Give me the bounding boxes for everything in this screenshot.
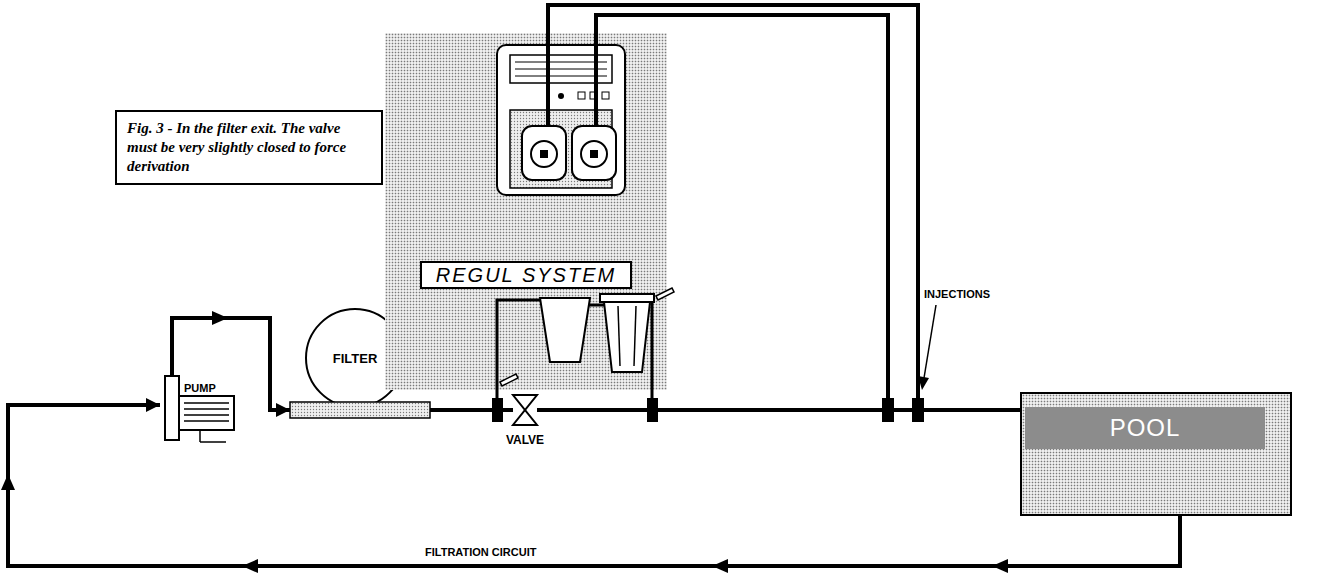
regul-device (531, 141, 557, 167)
regul-device (497, 45, 625, 195)
figure-caption: Fig. 3 - In the filter exit. The valve m… (127, 119, 371, 176)
bypass-fitting (647, 398, 658, 422)
injection-fitting (912, 398, 924, 422)
injection-line (596, 15, 888, 400)
node-label: PUMP (184, 382, 216, 394)
bypass-line (650, 300, 652, 400)
regul-device (602, 92, 609, 99)
bypass-line (497, 300, 540, 400)
leader-arrow (918, 305, 936, 390)
regul-device (515, 76, 607, 77)
regul-device (522, 126, 566, 180)
pump-symbol (199, 430, 201, 442)
valve-symbol (500, 390, 550, 430)
pump-symbol (184, 408, 229, 410)
regul-panel: REGUL SYSTEM (385, 33, 667, 390)
pump-symbol (179, 396, 234, 430)
bypass-line (497, 300, 652, 400)
filter-tube (290, 402, 430, 418)
callout-label: INJECTIONS (924, 288, 990, 300)
filter-tube (290, 402, 430, 418)
probe-holder (600, 294, 654, 302)
injection-line (548, 5, 918, 400)
regul-device (497, 45, 625, 195)
valve-symbol (513, 395, 537, 425)
bypass-fitting (492, 398, 658, 422)
leader-arrow (918, 376, 929, 390)
regul-device (515, 62, 607, 63)
flow-arrow (712, 559, 728, 573)
pipe-connector (172, 318, 290, 410)
regul-device (572, 126, 616, 180)
bypass-tap (500, 374, 518, 386)
injection-fitting (882, 398, 924, 422)
pool-tank: POOL (1020, 392, 1292, 516)
regul-device (590, 150, 598, 158)
pipe-connector (430, 408, 513, 412)
bypass-fitting (492, 398, 503, 422)
regul-device (578, 92, 585, 99)
pump-symbol (200, 441, 226, 443)
regul-device (558, 93, 564, 99)
valve-node: VALVE (500, 390, 550, 450)
flow-arrow (1, 311, 1008, 573)
leader-arrow (924, 305, 936, 378)
bypass-line (588, 304, 604, 307)
node-label: VALVE (506, 433, 544, 447)
pipe-connector (8, 405, 1180, 566)
pump-node: PUMP (160, 376, 238, 442)
flow-arrow (212, 311, 228, 325)
bypass-tap (656, 288, 674, 300)
probe-holder (604, 302, 650, 372)
pump-symbol (184, 402, 229, 404)
regul-device (510, 55, 612, 83)
injection-fitting (882, 398, 894, 422)
probe-holder (634, 306, 636, 366)
regul-device (515, 69, 607, 70)
bypass-tap (500, 288, 674, 386)
probe-holder (540, 298, 590, 362)
node-label: FILTER (333, 351, 378, 366)
node-label: REGUL SYSTEM (420, 261, 632, 289)
pump-symbol (165, 376, 234, 442)
pump-symbol (184, 414, 229, 416)
pump-symbol (184, 420, 229, 422)
probe-holder (618, 306, 620, 366)
circuit-label: FILTRATION CIRCUIT (425, 546, 536, 558)
caption-box: Fig. 3 - In the filter exit. The valve m… (115, 110, 383, 185)
flow-arrow (1, 474, 15, 490)
pipe-connector (537, 408, 1020, 412)
flow-arrow (242, 559, 258, 573)
probe-holder (540, 294, 654, 372)
injection-line (548, 5, 918, 400)
regul-device (510, 110, 612, 188)
regul-device (540, 150, 548, 158)
regul-device (581, 141, 607, 167)
regul-device (590, 92, 597, 99)
flow-arrow (992, 559, 1008, 573)
pump-symbol (165, 376, 179, 440)
node-label: POOL (1025, 407, 1265, 449)
